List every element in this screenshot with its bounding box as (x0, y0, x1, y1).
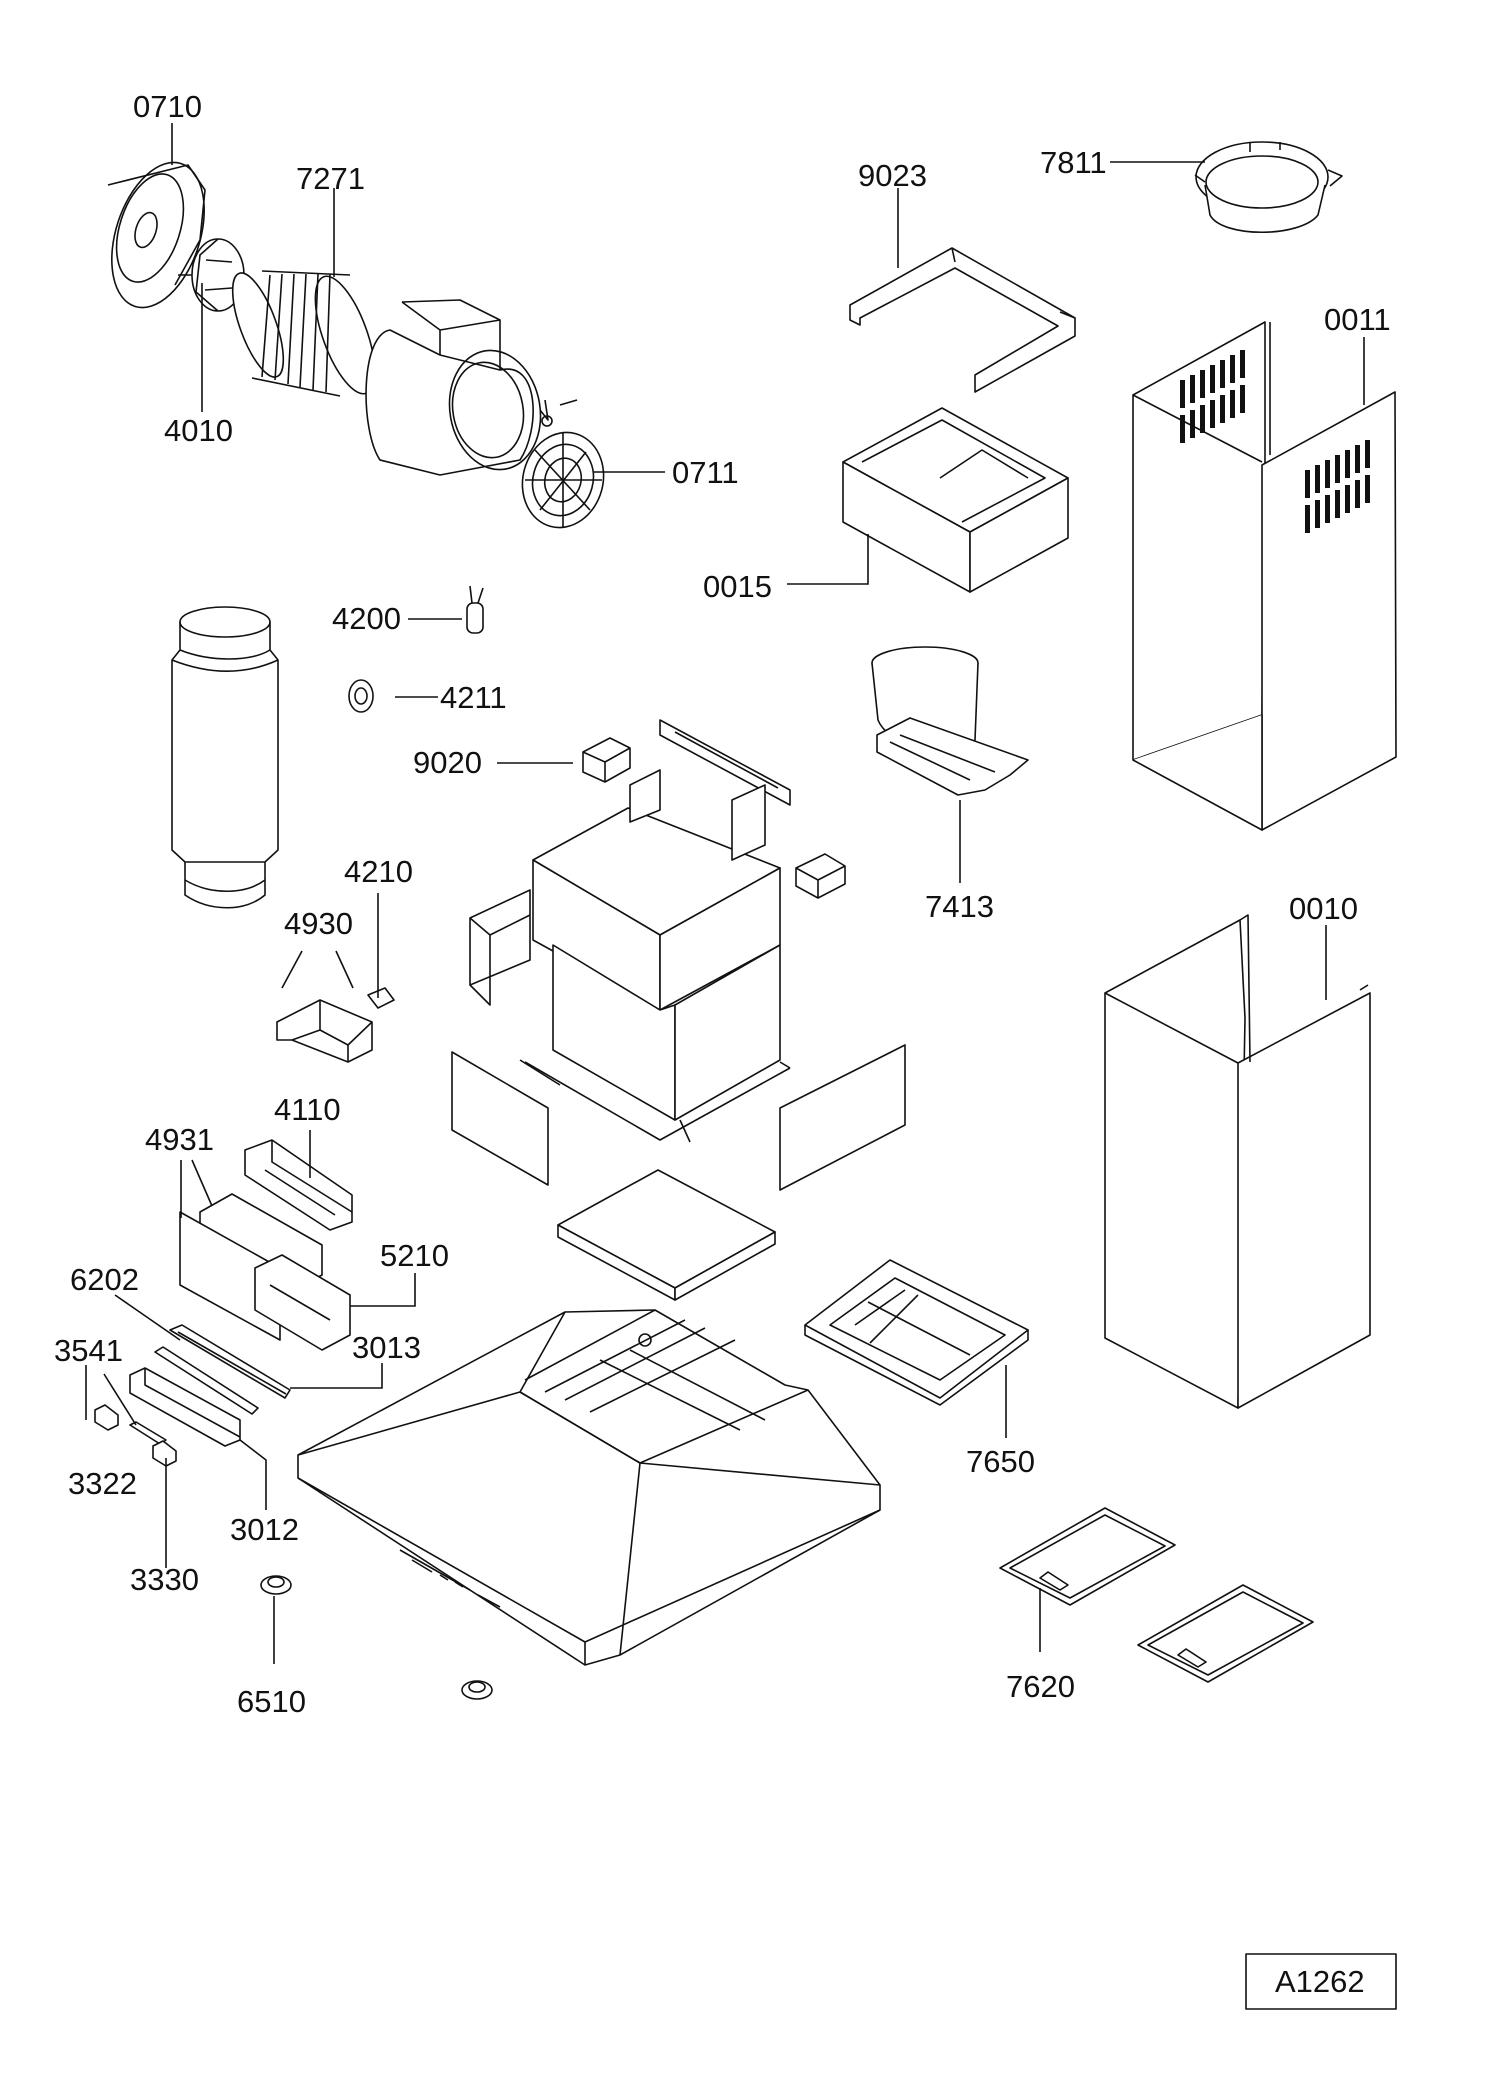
part-side-panel-right (779, 1044, 906, 1191)
part-0011-upper-chimney (1132, 321, 1397, 831)
part-side-panel-left (451, 1051, 549, 1186)
label-7413: 7413 (925, 889, 994, 924)
part-4210-clip (367, 987, 395, 1009)
label-4210: 4210 (344, 854, 413, 889)
label-6202: 6202 (70, 1262, 139, 1297)
part-mounting-rail (659, 719, 791, 806)
label-4211: 4211 (440, 680, 507, 715)
part-7620-grease-filter-1 (999, 1507, 1176, 1606)
part-3013-control-strip (169, 1324, 291, 1399)
part-9020-bracket-block-right (795, 853, 846, 899)
part-7811-collar-ring (1194, 141, 1343, 234)
part-knob-loose (461, 1680, 493, 1700)
part-7650-filter-frame (804, 1259, 1029, 1406)
label-0010: 0010 (1289, 891, 1358, 926)
label-4110: 4110 (274, 1092, 341, 1127)
label-4010: 4010 (164, 413, 233, 448)
label-7620: 7620 (1006, 1669, 1075, 1704)
part-0711-volute-housing (365, 299, 605, 529)
part-0015-box (842, 407, 1069, 593)
label-4930: 4930 (284, 906, 353, 941)
drawing-code: A1262 (1275, 1964, 1365, 1999)
part-6510-knob (260, 1575, 292, 1595)
part-flexible-duct (171, 606, 279, 909)
part-9023-bracket-frame (849, 247, 1076, 393)
drawing-code-box: A1262 (1245, 1953, 1397, 2010)
part-hood-canopy (297, 1309, 881, 1666)
part-0010-lower-chimney (1104, 914, 1371, 1409)
label-9020: 9020 (413, 745, 482, 780)
part-3322-button-left (94, 1404, 119, 1431)
part-0710-motor-plate (107, 161, 206, 309)
part-7271-blower-wheel (231, 270, 376, 397)
label-5210: 5210 (380, 1238, 449, 1273)
label-3322: 3322 (68, 1466, 137, 1501)
part-number-labels: 0710 7271 4010 0711 9023 7811 0011 0015 … (54, 89, 1391, 1719)
label-0015: 0015 (703, 569, 772, 604)
label-7811: 7811 (1040, 145, 1107, 180)
part-4010-motor (178, 238, 245, 312)
label-3013: 3013 (352, 1330, 421, 1365)
label-9023: 9023 (858, 158, 927, 193)
label-3330: 3330 (130, 1562, 199, 1597)
part-4110-transformer (244, 1139, 353, 1231)
part-4930-terminal-box (276, 999, 373, 1063)
part-5210-pcb (254, 1254, 351, 1351)
label-0011: 0011 (1324, 302, 1391, 337)
label-3012: 3012 (230, 1512, 299, 1547)
label-7650: 7650 (966, 1444, 1035, 1479)
label-7271: 7271 (296, 161, 365, 196)
part-7413-transition (871, 646, 1029, 796)
part-4211-bushing (348, 679, 374, 713)
part-9020-bracket-block (582, 737, 631, 783)
part-motor-housing (469, 769, 791, 1143)
label-0710: 0710 (133, 89, 202, 124)
leader-lines (85, 123, 1365, 1664)
part-filter-panel (557, 1169, 776, 1301)
label-3541: 3541 (54, 1333, 123, 1368)
part-7620-grease-filter-2 (1137, 1584, 1314, 1683)
label-4200: 4200 (332, 601, 401, 636)
label-6510: 6510 (237, 1684, 306, 1719)
part-3330-button-right (152, 1440, 177, 1467)
label-0711: 0711 (672, 455, 739, 490)
part-6202-light-strip (154, 1346, 259, 1415)
label-4931: 4931 (145, 1122, 214, 1157)
part-4200-capacitor (466, 585, 484, 634)
